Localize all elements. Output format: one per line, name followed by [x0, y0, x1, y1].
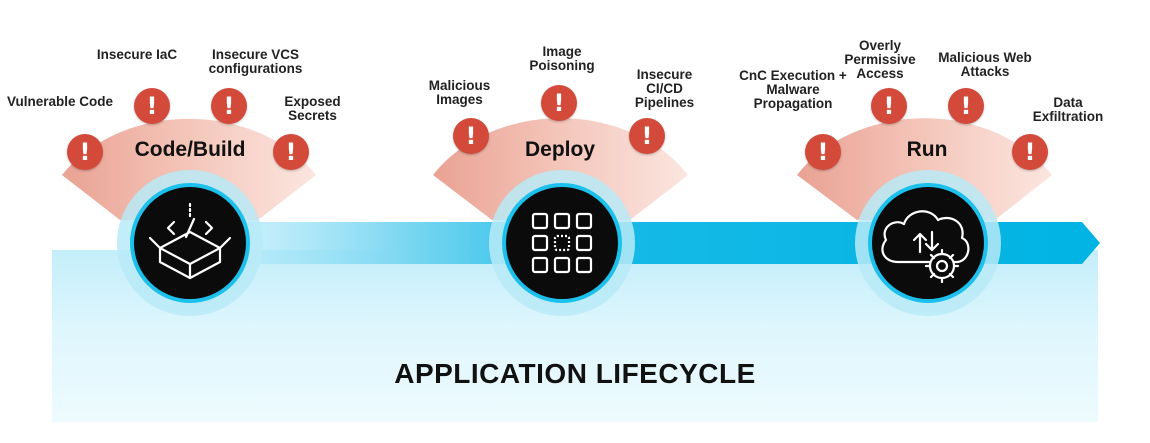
risk-label: Malicious Web Attacks	[938, 50, 1032, 79]
risk-label: Data Exfiltration	[1032, 95, 1104, 124]
cloud-gear-icon	[881, 210, 970, 284]
risk-label: Vulnerable Code	[6, 94, 114, 109]
warning-icon: !	[134, 88, 170, 124]
warning-icon: !	[1012, 134, 1048, 170]
image-grid-icon	[531, 212, 593, 274]
warning-icon: !	[948, 88, 984, 124]
risk-label: Insecure CI/CD Pipelines	[634, 67, 695, 110]
warning-icon: !	[805, 134, 841, 170]
lifecycle-title: APPLICATION LIFECYCLE	[394, 358, 756, 389]
warning-icon: !	[67, 134, 103, 170]
risk-label: Overly Permissive Access	[844, 38, 916, 81]
warning-icon: !	[453, 118, 489, 154]
stage-circle-run	[855, 170, 1001, 316]
risk-label: Malicious Images	[428, 78, 491, 107]
code-box-icon	[148, 202, 232, 280]
stage-label: Deploy	[524, 138, 595, 161]
fan-run	[797, 118, 1052, 220]
warning-icon: !	[871, 88, 907, 124]
warning-icon: !	[629, 118, 665, 154]
stage-circle-deploy	[489, 170, 635, 316]
fan-code-build	[62, 118, 316, 220]
warning-icon: !	[541, 85, 577, 121]
risk-label: Insecure IaC	[96, 47, 178, 62]
warning-icon: !	[273, 134, 309, 170]
risk-label: Exposed Secrets	[284, 94, 341, 123]
risk-label: Insecure VCS configurations	[208, 47, 303, 76]
risk-label: CnC Execution + Malware Propagation	[739, 68, 847, 111]
stage-label: Run	[906, 138, 948, 161]
stage-circle-code-build	[117, 170, 263, 316]
fan-deploy	[433, 118, 688, 220]
warning-icon: !	[211, 88, 247, 124]
risk-label: Image Poisoning	[529, 44, 595, 73]
stage-label: Code/Build	[134, 138, 246, 161]
